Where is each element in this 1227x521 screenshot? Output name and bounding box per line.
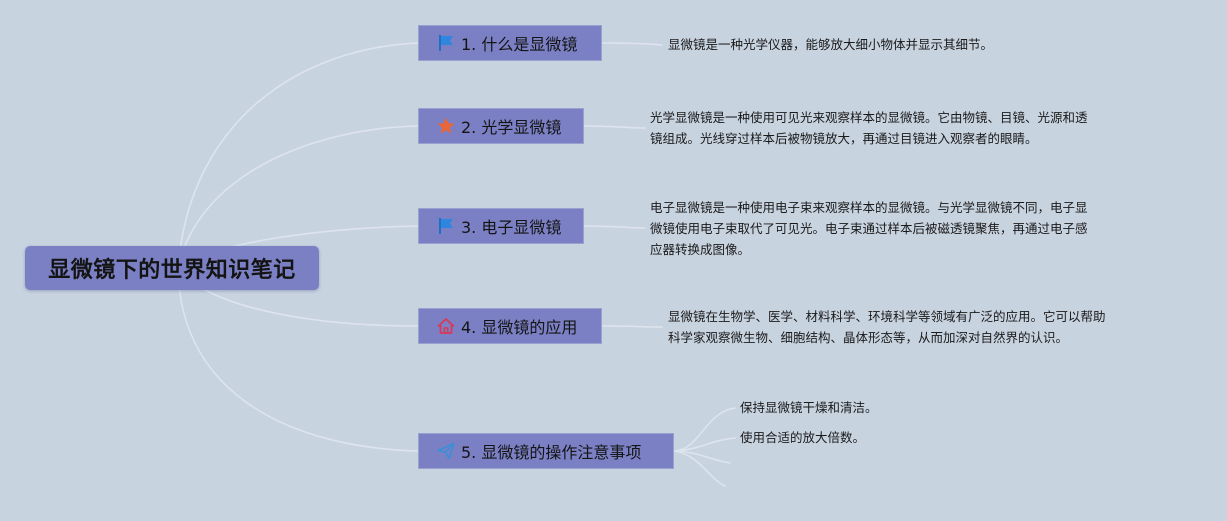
subtopic-label: 使用合适的放大倍数。 xyxy=(740,430,866,445)
item-link-2 xyxy=(673,437,736,452)
topic-electron-microscope[interactable]: 3. 电子显微镜 xyxy=(418,208,584,244)
root-title: 显微镜下的世界知识笔记 xyxy=(48,258,296,283)
note-line: 电子显微镜是一种使用电子束来观察样本的显微镜。与光学显微镜不同，电子显 xyxy=(650,200,1088,215)
stub-link-2 xyxy=(673,450,726,487)
root-link-5 xyxy=(177,267,419,452)
subtopic-keep-dry-clean[interactable]: 保持显微镜干燥和清洁。 xyxy=(740,397,878,418)
note-microscope-applications: 显微镜在生物学、医学、材料科学、环境科学等领域有广泛的应用。它可以帮助 科学家观… xyxy=(668,306,1106,348)
note-line: 光学显微镜是一种使用可见光来观察样本的显微镜。它由物镜、目镜、光源和透 xyxy=(650,110,1088,125)
note-line: 科学家观察微生物、细胞结构、晶体形态等，从而加深对自然界的认识。 xyxy=(668,330,1069,345)
root-link-1 xyxy=(177,42,419,269)
topic-label: 3. 电子显微镜 xyxy=(461,218,562,237)
note-link-2 xyxy=(583,125,646,129)
topic-what-is-microscope[interactable]: 1. 什么是显微镜 xyxy=(418,25,602,61)
note-link-4 xyxy=(601,325,663,328)
note-link-1 xyxy=(601,42,663,46)
note-link-3 xyxy=(583,225,646,229)
home-icon xyxy=(435,315,457,337)
note-line: 显微镜是一种光学仪器，能够放大细小物体并显示其细节。 xyxy=(668,37,994,52)
root-topic[interactable]: 显微镜下的世界知识笔记 xyxy=(25,246,319,290)
star-icon xyxy=(435,115,457,137)
flag-icon xyxy=(435,32,457,54)
topic-label: 1. 什么是显微镜 xyxy=(461,35,578,54)
note-line: 微镜使用电子束取代了可见光。电子束通过样本后被磁透镜聚焦，再通过电子感 xyxy=(650,221,1088,236)
note-what-is-microscope: 显微镜是一种光学仪器，能够放大细小物体并显示其细节。 xyxy=(668,34,993,55)
stub-link-1 xyxy=(673,450,731,464)
topic-label: 2. 光学显微镜 xyxy=(461,118,562,137)
topic-microscope-applications[interactable]: 4. 显微镜的应用 xyxy=(418,308,602,344)
note-line: 显微镜在生物学、医学、材料科学、环境科学等领域有广泛的应用。它可以帮助 xyxy=(668,309,1106,324)
root-link-2 xyxy=(177,125,419,269)
subtopic-proper-magnification[interactable]: 使用合适的放大倍数。 xyxy=(740,427,865,448)
topic-label: 4. 显微镜的应用 xyxy=(461,318,578,337)
note-line: 镜组成。光线穿过样本后被物镜放大，再通过目镜进入观察者的眼睛。 xyxy=(650,131,1038,146)
topic-optical-microscope[interactable]: 2. 光学显微镜 xyxy=(418,108,584,144)
topic-label: 5. 显微镜的操作注意事项 xyxy=(461,443,642,462)
flag-icon xyxy=(435,215,457,237)
paper-plane-icon xyxy=(435,440,457,462)
topic-operating-precautions[interactable]: 5. 显微镜的操作注意事项 xyxy=(418,433,674,469)
note-line: 应器转换成图像。 xyxy=(650,242,751,257)
note-electron-microscope: 电子显微镜是一种使用电子束来观察样本的显微镜。与光学显微镜不同，电子显 微镜使用… xyxy=(650,197,1088,260)
subtopic-label: 保持显微镜干燥和清洁。 xyxy=(740,400,878,415)
note-optical-microscope: 光学显微镜是一种使用可见光来观察样本的显微镜。它由物镜、目镜、光源和透 镜组成。… xyxy=(650,107,1088,149)
